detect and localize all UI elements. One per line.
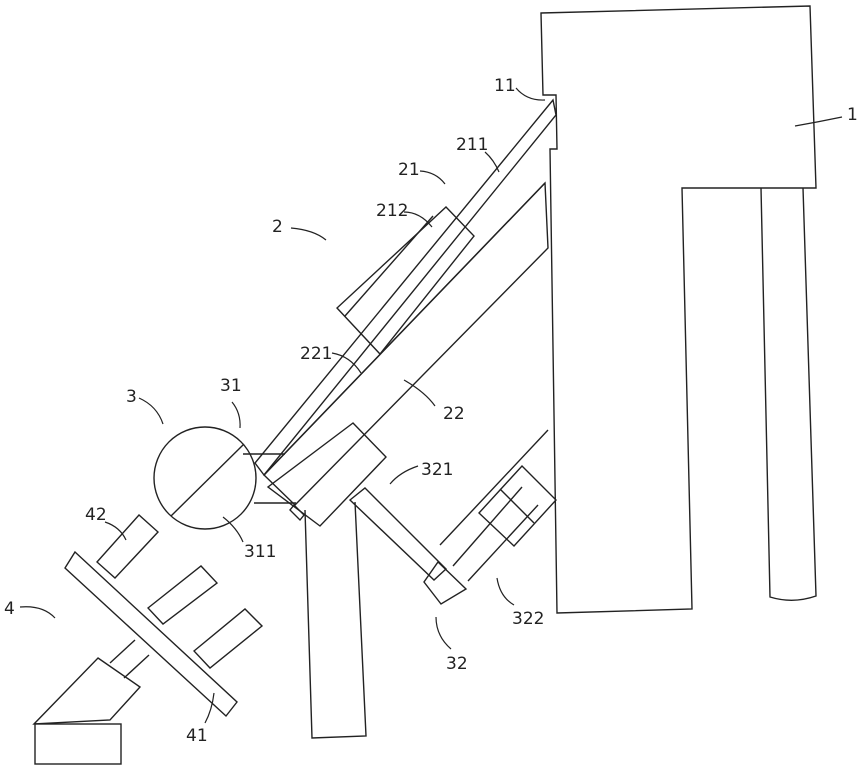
actuator-rod-321: [350, 488, 446, 580]
support-post: [305, 502, 366, 738]
clamp-212-inner: [345, 216, 433, 316]
leader-11: [516, 88, 545, 100]
slider-block: [268, 423, 386, 526]
frame-leg: [761, 188, 816, 600]
label-21: 21: [398, 160, 420, 180]
rail-221: [264, 183, 545, 475]
frame-body: [541, 6, 816, 613]
leader-21: [420, 171, 445, 184]
label-311: 311: [244, 542, 276, 562]
rotary-disc-cut-311: [171, 444, 244, 516]
gripper-foot: [35, 724, 121, 764]
finger-low: [194, 609, 262, 668]
label-22: 22: [443, 404, 465, 424]
leader-3: [139, 398, 163, 424]
leader-lines: [20, 88, 842, 723]
leader-1: [795, 117, 842, 126]
leader-42: [105, 522, 126, 540]
label-1: 1: [847, 105, 858, 125]
slider-clip: [290, 505, 304, 520]
leader-32: [436, 617, 451, 649]
gripper-shaft-a: [110, 640, 135, 663]
label-42: 42: [85, 505, 107, 525]
rotary-disc-31: [154, 427, 256, 529]
finger-mid: [148, 566, 217, 624]
label-221: 221: [300, 344, 332, 364]
leader-22: [404, 380, 435, 406]
leader-2: [291, 228, 326, 240]
label-3: 3: [126, 387, 137, 407]
label-11: 11: [494, 76, 516, 96]
label-322: 322: [512, 609, 544, 629]
label-32: 32: [446, 654, 468, 674]
rail-211: [255, 100, 556, 475]
actuator-link: [453, 487, 522, 566]
label-4: 4: [4, 599, 15, 619]
leader-31: [232, 402, 240, 428]
gripper-arm: [34, 658, 140, 724]
frame-1: [541, 6, 816, 613]
leader-322: [497, 578, 514, 605]
leader-321: [390, 466, 418, 484]
gripper-shaft-b: [124, 655, 149, 678]
label-31: 31: [220, 376, 242, 396]
gripper-4: [34, 515, 262, 764]
label-321: 321: [421, 460, 453, 480]
actuator-end-322: [424, 562, 466, 604]
label-2: 2: [272, 217, 283, 237]
reference-numerals: 1 11 2 21 211 212 22 221 3 31 311 32 321…: [4, 76, 858, 746]
label-211: 211: [456, 135, 488, 155]
label-41: 41: [186, 726, 208, 746]
leader-4: [20, 607, 55, 618]
label-212: 212: [376, 201, 408, 221]
